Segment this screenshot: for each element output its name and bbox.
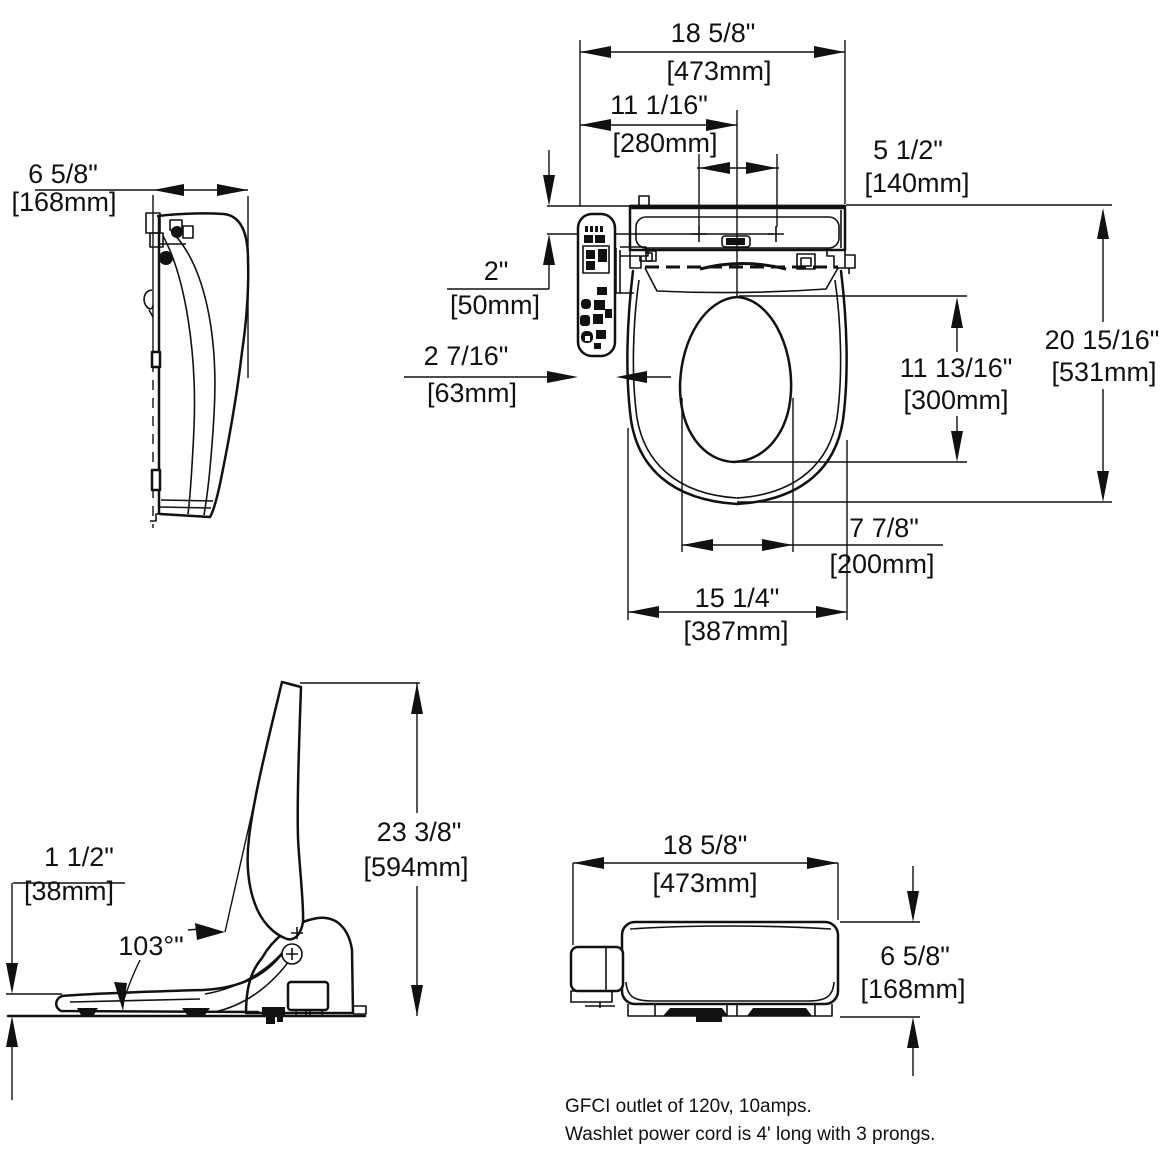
dim-seat-height-mm: [38mm]: [24, 876, 114, 906]
rear-foot: [747, 1008, 812, 1016]
arrow-left-icon: [153, 184, 184, 196]
dimension-arrows: [543, 46, 1109, 618]
dim-bowl-length-in: 11 13/16": [900, 353, 1013, 383]
rear-drain: [696, 1016, 722, 1022]
notes-block: GFCI outlet of 120v, 10amps. Washlet pow…: [565, 1096, 935, 1145]
dim-panel-width-mm: [63mm]: [427, 378, 517, 408]
dim-seat-width-mm: [387mm]: [683, 616, 788, 646]
bolt-hole-cross-icon: [691, 226, 707, 242]
seat-foot: [182, 1008, 210, 1015]
open-lid-outline: [246, 680, 305, 941]
dim-bowl-width-mm: [200mm]: [829, 549, 934, 579]
power-unit-box: [286, 980, 330, 1012]
pivot-cross-icon: [291, 927, 303, 939]
angle-arrow-icon: [114, 982, 127, 1011]
dim-seat-height-in: 1 1/2": [44, 842, 114, 872]
dim-side-depth-in: 6 5/8": [28, 159, 98, 189]
angle-arrow-icon: [195, 923, 225, 940]
release-catch: [262, 1007, 285, 1016]
dim-rear-width-mm: [473mm]: [652, 868, 757, 898]
dim-rear-height-in: 6 5/8": [880, 941, 950, 971]
dim-overall-height-mm: [594mm]: [363, 852, 468, 882]
note-line-2: Washlet power cord is 4' long with 3 pro…: [565, 1124, 935, 1145]
dim-panel-width-in: 2 7/16": [424, 341, 509, 371]
dim-lid-center-mm: [280mm]: [612, 128, 717, 158]
control-panel: [576, 212, 617, 358]
body-notch: [353, 1005, 367, 1015]
dim-side-depth-mm: [168mm]: [11, 187, 116, 217]
lid-surface: [635, 216, 840, 249]
dim-lid-angle: 103°": [118, 931, 183, 961]
dim-bolt-spacing-mm: [140mm]: [864, 168, 969, 198]
bolt-hole-cross-icon: [768, 226, 784, 242]
view-top: 18 5/8" [473mm] 11 1/16" [280mm] 5 1/2" …: [404, 18, 1159, 646]
washlet-side-outline: [156, 212, 250, 519]
seat-foot: [77, 1008, 98, 1015]
seat-outer-outline: [626, 269, 848, 506]
dim-overall-width-in: 18 5/8": [671, 18, 756, 48]
note-line-1: GFCI outlet of 120v, 10amps.: [565, 1096, 812, 1117]
seat-rear-band: [644, 267, 839, 294]
lid-seam-line: [170, 230, 216, 516]
panel-display-frame: [582, 245, 610, 274]
bolt-icon: [171, 226, 183, 238]
arrow-right-icon: [217, 184, 248, 196]
dim-overall-length-in: 20 15/16": [1045, 325, 1160, 355]
view-side-open: 1 1/2" [38mm] 103°" 23 3/8" [594mm]: [6, 680, 469, 1100]
seat-inner-outline: [632, 279, 842, 499]
bumper: [150, 350, 162, 369]
bumper: [150, 468, 162, 492]
dim-top-to-bolts-mm: [50mm]: [450, 290, 540, 320]
rear-side-housing: [569, 945, 625, 1008]
bowl-opening-outline: [678, 295, 793, 464]
pivot-cross-icon: [286, 948, 298, 960]
rear-base-strip: [627, 1004, 833, 1017]
view-side-closed: 6 5/8" [168mm]: [11, 159, 250, 528]
lid-slot: [721, 235, 751, 248]
dim-overall-height-in: 23 3/8": [377, 817, 462, 847]
dim-rear-width-in: 18 5/8": [663, 830, 748, 860]
lid-tab: [638, 195, 650, 207]
mounting-hardware: [145, 212, 194, 265]
rear-foot: [663, 1008, 728, 1016]
body-seam-line: [162, 235, 196, 515]
dim-bowl-width-in: 7 7/8": [849, 513, 919, 543]
dim-bowl-length-mm: [300mm]: [903, 385, 1008, 415]
left-hinge-bracket: [629, 248, 649, 269]
dim-overall-length-mm: [531mm]: [1051, 357, 1156, 387]
bolt-icon: [159, 251, 173, 265]
water-hose-hook: [143, 289, 154, 310]
dim-bolt-spacing-in: 5 1/2": [873, 135, 943, 165]
seat-bottom-line: [55, 994, 260, 1014]
dim-overall-width-mm: [473mm]: [666, 56, 771, 86]
lid-slot-latch: [726, 238, 745, 245]
right-hinge-bracket: [826, 248, 846, 269]
dim-seat-width-in: 15 1/4": [695, 583, 780, 613]
view-rear: 18 5/8" [473mm] 6 5/8" [168mm]: [569, 830, 966, 1076]
dim-top-to-bolts-in: 2": [484, 256, 509, 286]
dim-rear-height-mm: [168mm]: [860, 974, 965, 1004]
hinge-arc: [699, 262, 787, 271]
base-cap-lines: [158, 499, 214, 509]
dim-lid-center-in: 11 1/16": [610, 90, 708, 120]
seat-top-line: [60, 949, 286, 998]
